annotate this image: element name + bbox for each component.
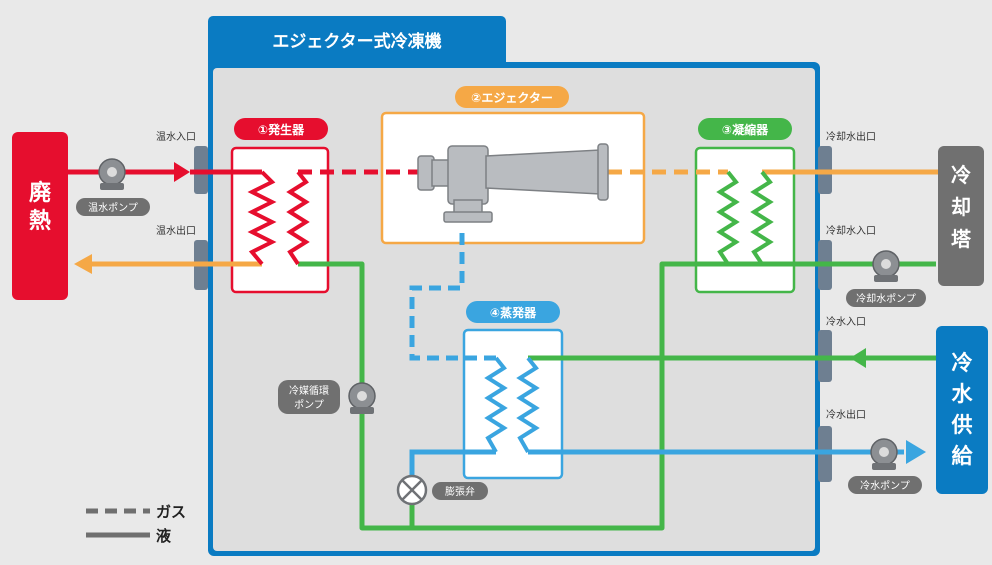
ejector-label-text: ②エジェクター [471,91,553,105]
chilled-water-pump-text: 冷水ポンプ [860,479,910,492]
expansion-valve-icon [396,474,428,506]
chilled-water-in-arrow [850,348,866,368]
cooling-water-out-label: 冷却水出口 [826,130,876,143]
machine-title: エジェクター式冷凍機 [272,31,441,52]
ejector-body [417,143,609,223]
waste-heat-block: 廃 熱 [12,132,68,300]
legend: ガス 液 [86,503,186,545]
generator-label: ①発生器 [234,118,328,140]
generator-coil-left [247,170,277,266]
cooling-tower-char-2: 却 [951,195,971,219]
chilled-water-pump-label: 冷水ポンプ [848,476,922,494]
chilled-water-supply-block: 冷 水 供 給 [936,326,988,494]
evaporator-label: ④蒸発器 [466,301,560,323]
generator-coil-right [286,170,310,266]
condenser-label: ③凝縮器 [698,118,792,140]
chilled-supply-char-3: 供 [951,413,973,437]
hot-water-out-label: 温水出口 [156,224,196,237]
cooling-tower-block: 冷 却 塔 [938,146,984,286]
evaporator-feed-line [409,449,496,476]
refrigerant-pump-text-1: 冷媒循環 [289,384,329,397]
waste-heat-char-2: 熱 [29,208,51,234]
condenser-coil-right [750,170,774,266]
cooling-water-pump-text: 冷却水ポンプ [856,292,916,305]
cooling-water-pump-label: 冷却水ポンプ [846,289,926,307]
chilled-water-out-label: 冷水出口 [826,408,866,421]
refrigerant-pump-label: 冷媒循環 ポンプ [278,380,340,414]
legend-liquid-label: 液 [156,527,172,545]
hot-water-pump-text: 温水ポンプ [88,202,138,214]
hot-water-return-line [74,254,262,274]
waste-heat-char-1: 廃 [29,180,52,206]
chilled-water-pump [870,438,898,470]
evaporator [462,328,564,480]
cooling-water-pump [872,250,900,282]
legend-gas-label: ガス [156,503,186,521]
liquid-refrigerant-line [298,261,936,531]
evaporator-coil-left [484,356,508,453]
port-labels: 温水入口 温水出口 冷却水出口 冷却水入口 冷水入口 冷水出口 [156,130,876,421]
evaporator-coil-right [516,356,540,453]
chilled-water-in-label: 冷水入口 [826,315,866,328]
ejector-label: ②エジェクター [455,86,569,108]
chilled-water-out-arrow [906,440,926,464]
evaporator-label-text: ④蒸発器 [490,305,537,320]
expansion-valve-label: 膨張弁 [432,482,488,500]
cooling-tower-char-1: 冷 [951,163,971,187]
refrigerant-pump [348,382,376,414]
suction-vapor-line [409,226,496,361]
generator-label-text: ①発生器 [258,122,305,137]
condenser-coil-left [716,170,740,266]
chilled-supply-char-4: 給 [952,444,974,468]
cooling-water-in-label: 冷却水入口 [826,224,876,237]
condenser-label-text: ③凝縮器 [722,122,769,137]
refrigerant-pump-text-2: ポンプ [294,399,324,411]
chilled-supply-char-2: 水 [952,382,974,406]
hot-water-pump [98,158,126,190]
expansion-valve-text: 膨張弁 [445,485,475,498]
hot-water-pump-label: 温水ポンプ [76,198,150,216]
cooling-tower-char-3: 塔 [951,227,972,251]
hot-water-in-label: 温水入口 [156,131,196,143]
chilled-supply-char-1: 冷 [952,351,973,375]
